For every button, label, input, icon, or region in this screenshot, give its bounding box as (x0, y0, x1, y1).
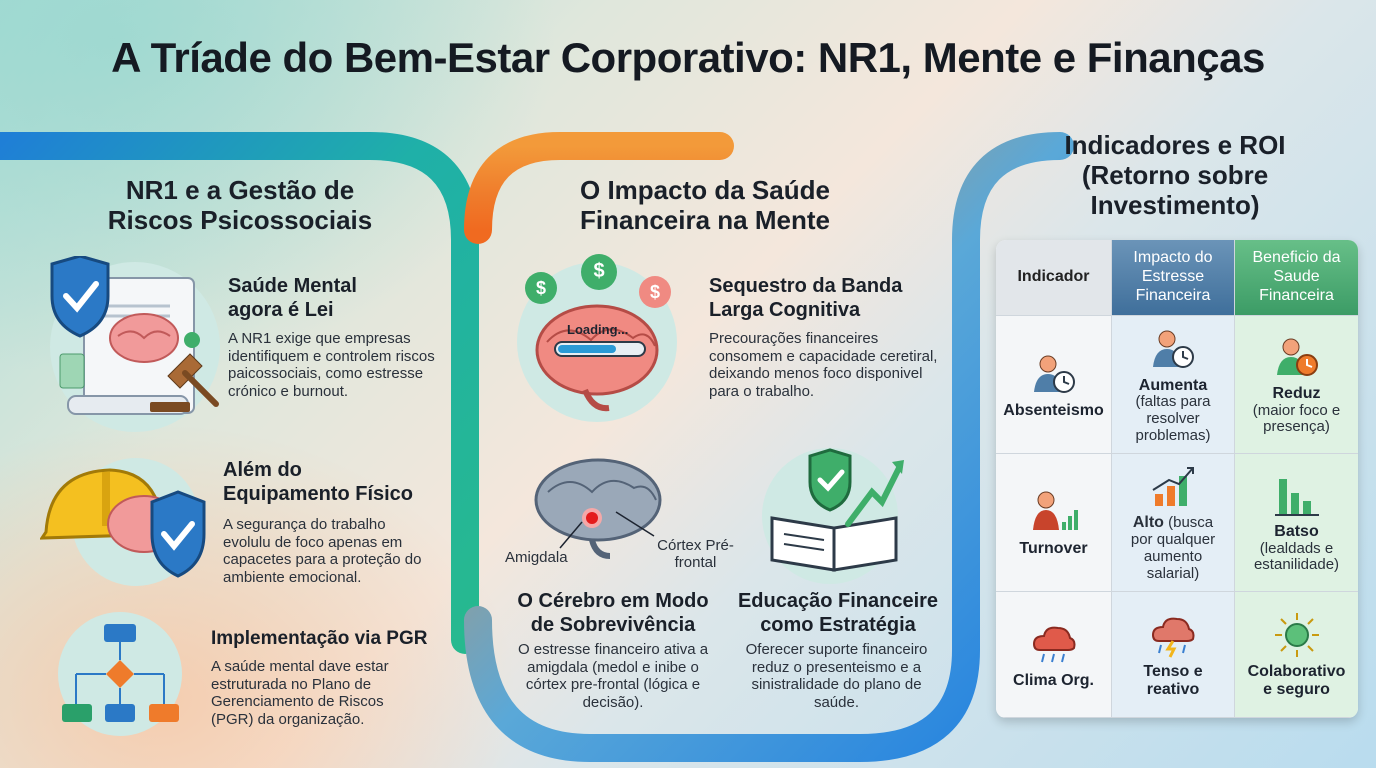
dollar-icon: $ (535, 278, 546, 298)
person-clock-icon (1276, 338, 1318, 376)
benefit-bold: Batso (1274, 522, 1319, 540)
item-text: A segurança do trabalho evolulu de foco … (223, 516, 422, 586)
table-header: Indicador (996, 240, 1112, 316)
item-text: A saúde mental dave estar estruturada no… (211, 658, 389, 728)
legal-document-brain-icon (50, 256, 219, 415)
person-chart-icon (1032, 491, 1078, 530)
column-title-roi: Indicadores e ROI (Retorno sobre Investi… (1064, 130, 1286, 221)
indicator-label: Turnover (1019, 539, 1088, 557)
benefit-text: (maior foco e presença) (1252, 401, 1341, 436)
loading-brain-money-icon (525, 254, 671, 412)
dollar-icon: $ (649, 282, 660, 302)
table-cell-impact: Aumenta (faltas para resolver problemas) (1112, 316, 1235, 454)
cortex-label: Córtex Pré-frontal (657, 537, 734, 572)
storm-cloud-icon (1151, 617, 1195, 658)
item-heading: Educação Financeire como Estratégia (737, 590, 939, 637)
benefit-text: (lealdads e estanilidade) (1253, 539, 1340, 574)
impact-detail: Alto (busca por qualquer aumento salaria… (1123, 514, 1223, 582)
table-header: Impacto do Estresse Financeira (1112, 240, 1235, 316)
impact-bold: Tenso e reativo (1143, 662, 1203, 698)
table-cell-impact: Alto (busca por qualquer aumento salaria… (1112, 454, 1235, 592)
item-text: O estresse financeiro ativa a amigdala (… (517, 641, 709, 711)
item-text: A NR1 exige que empresas identifiquem e … (228, 330, 435, 400)
indicator-label: Clima Org. (1013, 671, 1094, 689)
item-heading: O Cérebro em Modo de Sobrevivência (517, 590, 709, 637)
impact-text: (faltas para resolver problemas) (1135, 393, 1211, 444)
impact-bold: Aumenta (1138, 376, 1208, 394)
rain-cloud-icon (1032, 626, 1075, 662)
table-cell-benefit: Reduz (maior foco e presença) (1235, 316, 1358, 454)
table-cell-indicator: Clima Org. (996, 592, 1112, 718)
roi-table: Indicador Impacto do Estresse Financeira… (996, 240, 1358, 718)
item-heading: Saúde Mental agora é Lei (228, 275, 357, 322)
book-shield-growth-icon (770, 448, 904, 572)
table-cell-indicator: Turnover (996, 454, 1112, 592)
table-cell-impact: Tenso e reativo (1112, 592, 1235, 718)
table-cell-benefit: Batso (lealdads e estanilidade) (1235, 454, 1358, 592)
sun-icon (1274, 612, 1319, 657)
item-text: Oferecer suporte financeiro reduz o pres… (745, 641, 928, 711)
flowchart-icon (62, 624, 179, 722)
person-clock-icon (1033, 355, 1075, 393)
dollar-icon: $ (593, 260, 605, 282)
brain-amygdala-icon (534, 458, 662, 559)
table-cell-indicator: Absenteismo (996, 316, 1112, 454)
item-heading: Implementação via PGR (211, 628, 428, 649)
indicator-label: Absenteismo (1003, 401, 1104, 419)
page-title: A Tríade do Bem-Estar Corporativo: NR1, … (111, 34, 1265, 81)
table-cell-benefit: Colaborativo e seguro (1235, 592, 1358, 718)
falling-bars-icon (1274, 478, 1319, 516)
amygdala-label: Amigdala (505, 549, 568, 566)
person-clock-icon (1153, 330, 1194, 368)
item-text: Precourações financeires consomem e capa… (709, 330, 938, 400)
item-heading: Além do Equipamento Físico (223, 459, 414, 506)
helmet-brain-shield-icon (40, 468, 206, 578)
column-title-nr1: NR1 e a Gestão de Riscos Psicossociais (107, 175, 373, 236)
loading-label: Loading... (567, 322, 629, 337)
benefit-bold: Colaborativo e seguro (1247, 662, 1346, 698)
benefit-bold: Reduz (1272, 384, 1321, 402)
table-header: Beneficio da Saude Financeira (1235, 240, 1358, 316)
column-title-finance-mind: O Impacto da Saúde Financeira na Mente (580, 175, 830, 236)
item-heading: Sequestro da Banda Larga Cognitiva (709, 275, 903, 322)
impact-bold: Alto (1132, 514, 1164, 532)
rising-bars-icon (1152, 467, 1194, 507)
impact-text: (busca por qualquer aumento salarial) (1130, 514, 1216, 582)
